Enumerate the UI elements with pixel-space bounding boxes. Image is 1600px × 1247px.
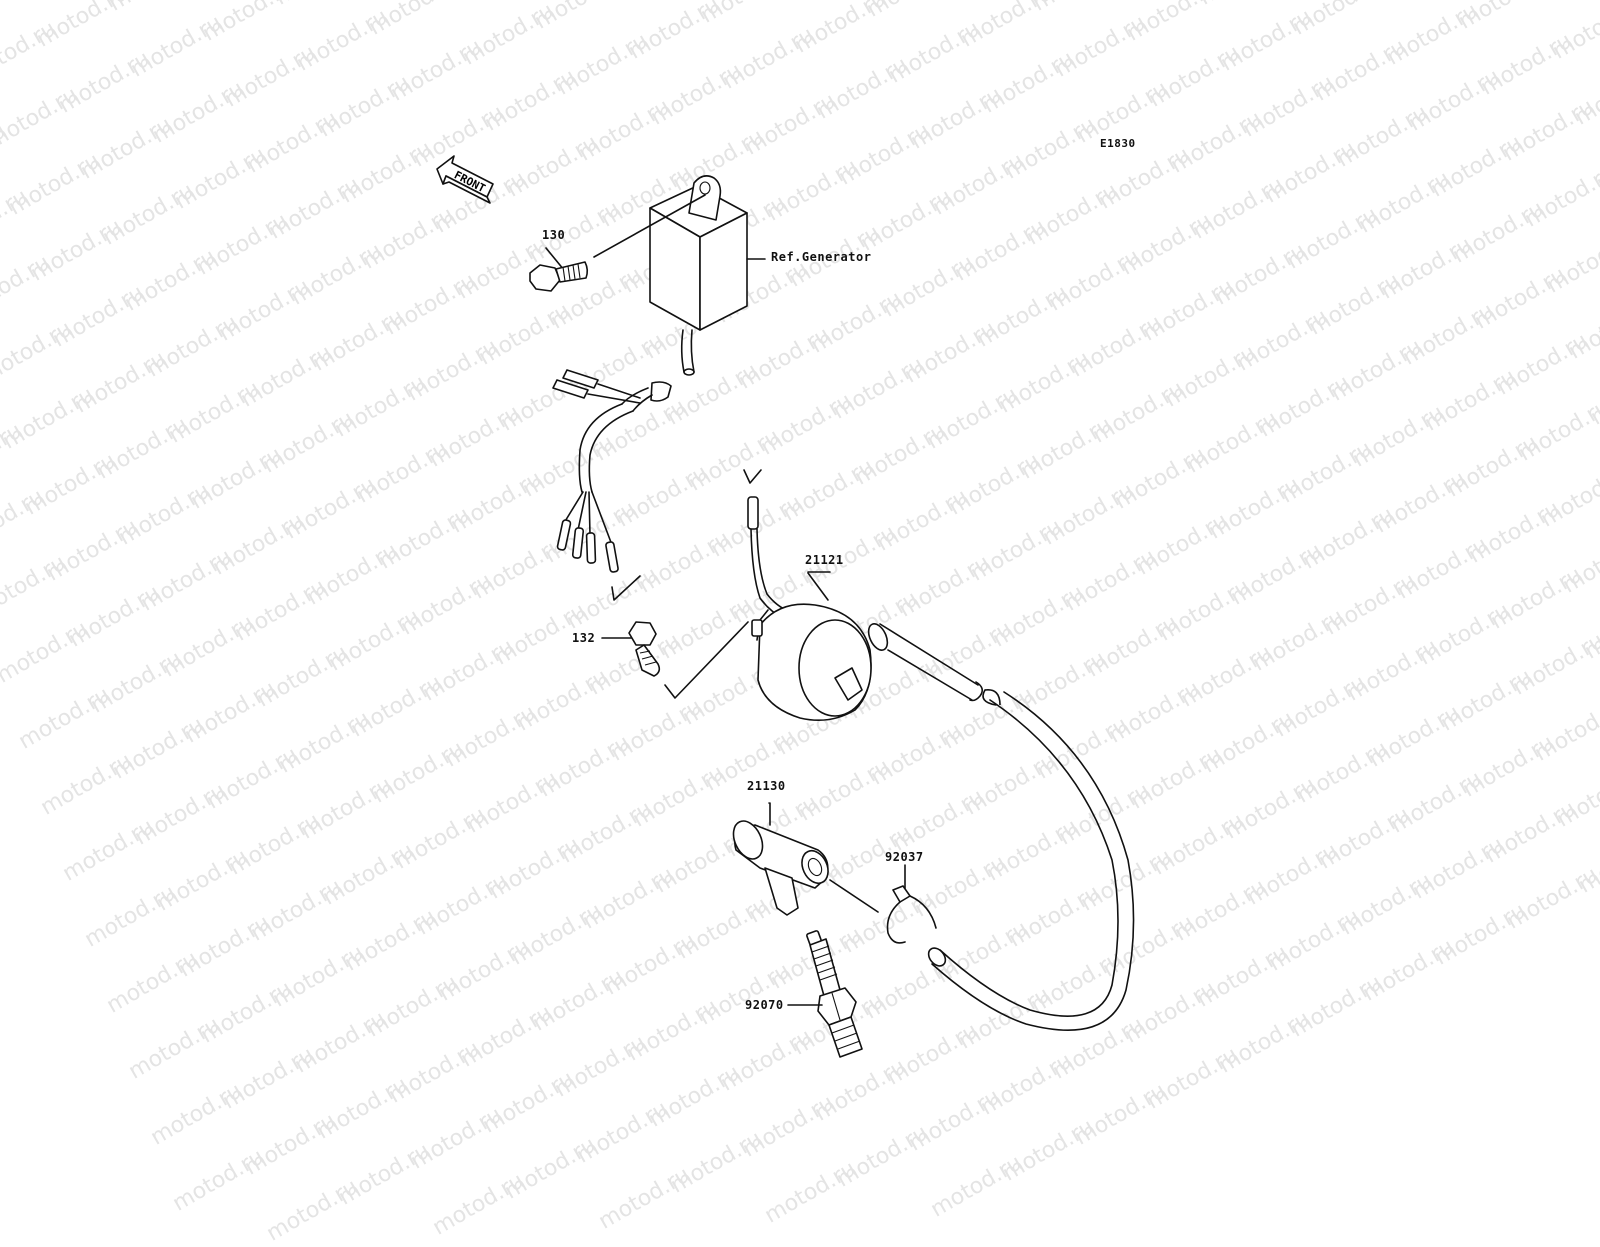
callout-92037: 92037 <box>885 850 924 864</box>
callout-130: 130 <box>542 228 566 242</box>
wiring-harness-icon <box>552 369 672 601</box>
cdi-unit-icon <box>593 175 766 376</box>
diagram-code: E1830 <box>1100 137 1136 150</box>
callout-92070: 92070 <box>745 998 784 1012</box>
callout-21121: 21121 <box>805 553 844 567</box>
spark-plug-icon <box>787 930 863 1058</box>
bolt-130-icon <box>529 247 589 292</box>
callout-ref-generator: Ref.Generator <box>771 250 872 264</box>
clamp-icon <box>886 864 937 944</box>
plug-cap-icon <box>732 802 879 916</box>
ignition-coil-icon <box>743 469 984 721</box>
callout-leaders <box>768 571 831 804</box>
parts-diagram: FRONT <box>436 155 1135 1058</box>
callout-132: 132 <box>572 631 596 645</box>
bolt-132-icon <box>601 621 749 699</box>
front-arrow-icon: FRONT <box>436 155 494 204</box>
callout-21130: 21130 <box>747 779 786 793</box>
high-tension-lead-icon <box>927 688 1135 1031</box>
